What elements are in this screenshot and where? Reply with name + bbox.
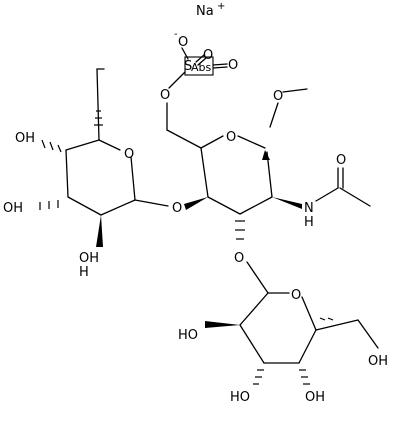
bond-gal-c5-c6: [315, 319, 359, 331]
bond-fuc-o-c1: [130, 156, 136, 201]
galactose-link-oxygen: O: [234, 251, 244, 266]
bond-fuc-c5-o: [98, 139, 121, 151]
central-ring: O O: [166, 102, 273, 216]
bond-gal-c3-c2: [239, 324, 265, 364]
bond-fuc-c5-methyl: [96, 68, 100, 141]
bond-s-o-top-2: [197, 57, 207, 66]
fucose-oh4: OH: [15, 131, 35, 146]
bond-fuc-c2-c3: [67, 196, 102, 216]
bond-s-o-right: [212, 63, 228, 66]
bond-gal-c5-c4: [298, 329, 317, 364]
bond-c4-c5: [200, 147, 209, 198]
sulfate-o-link: O: [160, 88, 170, 103]
bond-s-o-link: [168, 71, 186, 89]
galactose-ring-oxygen: O: [291, 288, 301, 303]
sodium-charge: +: [217, 1, 225, 12]
galactose-oh2: HO: [178, 328, 198, 343]
wedge-c1-h: [262, 150, 270, 160]
acetamido-nitrogen: N: [304, 201, 314, 216]
bond-s-o-top: [195, 54, 205, 63]
galactose-oh6: OH: [368, 354, 388, 369]
central-link-o-fucose: O: [172, 201, 182, 216]
bond-gal-o-c5: [301, 296, 317, 331]
carbonyl-oxygen: O: [336, 153, 346, 168]
galactose-oh3: HO: [230, 390, 250, 405]
fucose-h3-group: H: [79, 265, 89, 280]
central-ring-oxygen: O: [226, 130, 236, 145]
wedge-c4-o: [184, 197, 208, 210]
sulfate-minus-sign: -: [174, 29, 178, 40]
fucose-oh2: OH: [79, 251, 99, 266]
bond-link-gal-c1: [246, 261, 269, 294]
hash-gal-c5-h-2: [327, 317, 334, 321]
bond-fuc-c3-c4: [65, 149, 69, 198]
bond-anomeric-methoxy: [269, 102, 279, 128]
bond-fuc-c4-c5: [65, 139, 100, 151]
wedge-fuc-c2-oh: [96, 215, 103, 247]
hash-fuc-c4-oh-1: [57, 144, 62, 153]
fucose-ring: O OH OH OH: [3, 68, 169, 266]
hash-fuc-c4-oh-2: [49, 141, 54, 151]
galactose-oh4: OH: [305, 390, 325, 405]
bond-c2-c3: [239, 196, 273, 215]
bond-c5-ring-o: [200, 135, 224, 149]
bond-c3-c4: [207, 196, 241, 215]
wedge-c2-n: [272, 197, 302, 209]
sodium-cation: Na +: [196, 1, 225, 19]
sulfate-o-right: O: [228, 58, 238, 73]
bond-gal-c2-c1: [239, 292, 269, 326]
bond-fuc-c1-c2: [100, 199, 136, 216]
bond-ring-o-c1: [237, 135, 266, 149]
hash-fuc-c4-oh-3: [41, 139, 46, 149]
acetamido-hydrogen: H: [304, 215, 314, 230]
sulfate-o-top: O: [203, 48, 213, 63]
hash-gal-c5-h-1: [319, 317, 326, 321]
bond-fuc-c1-link: [134, 199, 169, 207]
wedge-gal-c2-oh: [205, 321, 240, 328]
bond-gal-c6-o: [357, 319, 379, 349]
acetamido-group: N H O: [272, 153, 371, 230]
bond-o-minus-s: [181, 47, 189, 60]
sulfate-sulfur: S: [184, 59, 192, 74]
sodium-symbol: Na: [196, 4, 214, 19]
fucose-ring-oxygen: O: [124, 147, 134, 162]
bond-c5-c6: [166, 129, 202, 149]
bond-carbonyl-methyl: [339, 187, 371, 207]
sulfate-o-minus: O: [178, 35, 188, 50]
abs-stereo-flag: Abs: [191, 61, 212, 74]
abs-stereo-box: [184, 56, 214, 76]
bond-s-o-right-2: [212, 66, 228, 69]
bond-methoxy-methyl: [282, 88, 308, 93]
bond-n-carbonyl: [315, 187, 339, 202]
fucose-oh3: OH: [3, 201, 23, 216]
fucose-h3: H: [79, 265, 89, 280]
sulfate-group: O - S Abs O O O: [160, 29, 238, 103]
galactose-ring: O O OH HO HO OH: [178, 220, 388, 405]
methoxy-oxygen: O: [273, 89, 283, 104]
methoxy-group: O: [269, 88, 308, 128]
